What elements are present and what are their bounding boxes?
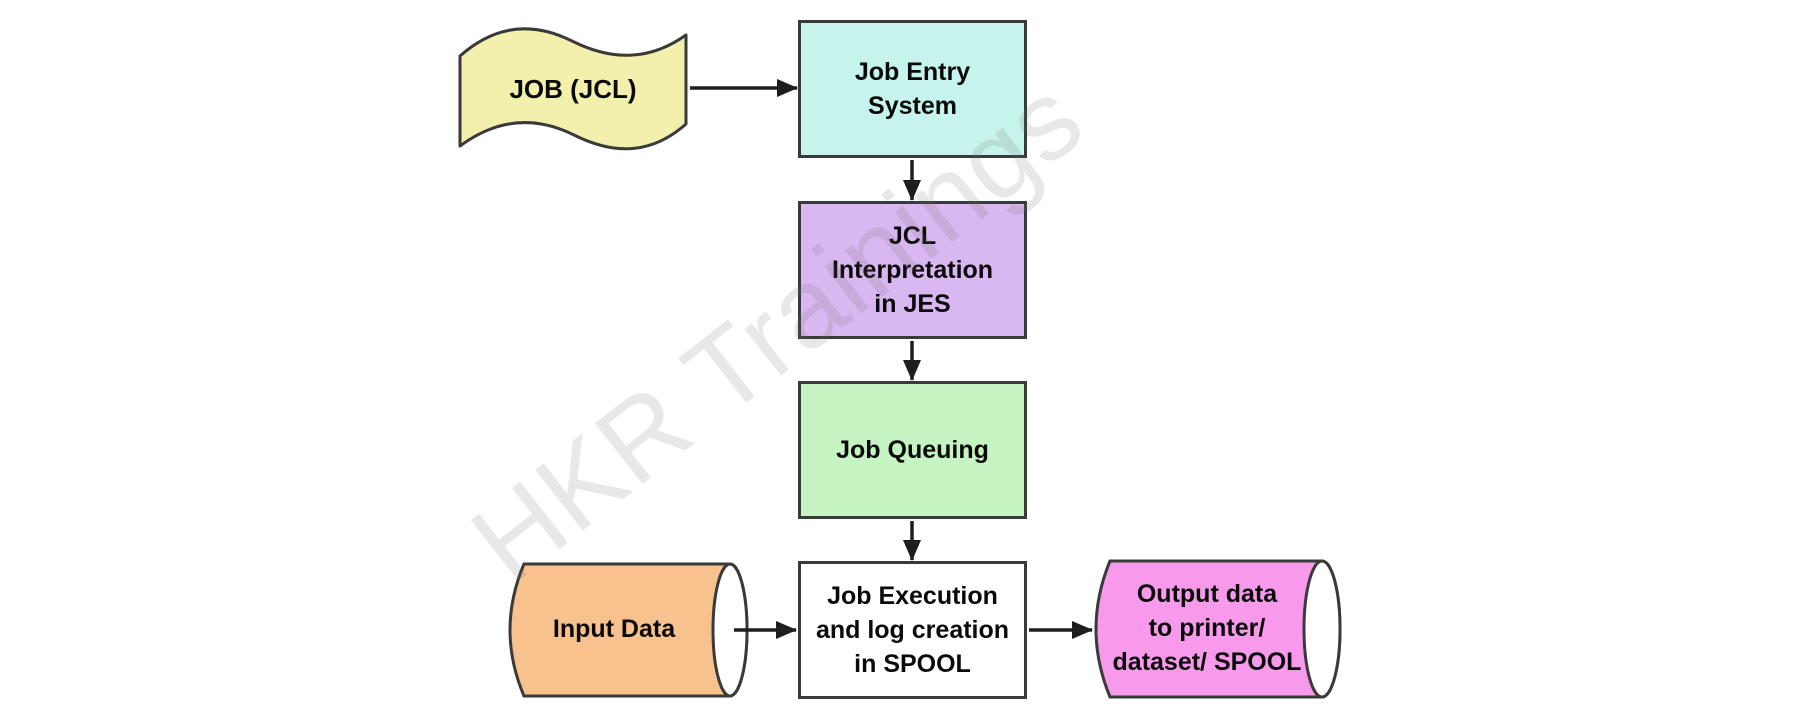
- output-data-label: Output data to printer/ dataset/ SPOOL: [1102, 558, 1312, 698]
- node-label-line: Job Execution: [827, 582, 998, 610]
- cylinder-cap: [1302, 559, 1342, 699]
- input-data-cylinder-shape: [508, 562, 749, 698]
- node-label-line: Job Entry: [854, 58, 971, 86]
- output-label-line: to printer/: [1148, 614, 1266, 642]
- node-label-line: in SPOOL: [854, 650, 971, 678]
- node-label-line: in JES: [874, 290, 951, 318]
- node-job-queuing: Job Queuing: [798, 381, 1027, 519]
- node-label-line: and log creation: [815, 616, 1010, 644]
- node-label-line: JCL: [888, 222, 937, 250]
- output-label-line: dataset/ SPOOL: [1112, 648, 1302, 676]
- job-jcl-document-shape: [458, 27, 688, 151]
- output-label-line: Output data: [1136, 580, 1278, 608]
- wavy-document-shape: [458, 27, 688, 151]
- job-jcl-label: JOB (JCL): [509, 73, 637, 104]
- node-label-line: Interpretation: [831, 256, 994, 284]
- node-job-entry-system: Job Entry System: [798, 20, 1027, 158]
- node-label-line: Job Queuing: [836, 436, 989, 464]
- node-job-execution: Job Execution and log creation in SPOOL: [798, 561, 1027, 699]
- node-label-line: System: [868, 92, 957, 120]
- node-jcl-interpretation: JCL Interpretation in JES: [798, 201, 1027, 339]
- input-data-label: Input Data: [552, 615, 676, 643]
- output-data-cylinder-shape: [1094, 559, 1342, 699]
